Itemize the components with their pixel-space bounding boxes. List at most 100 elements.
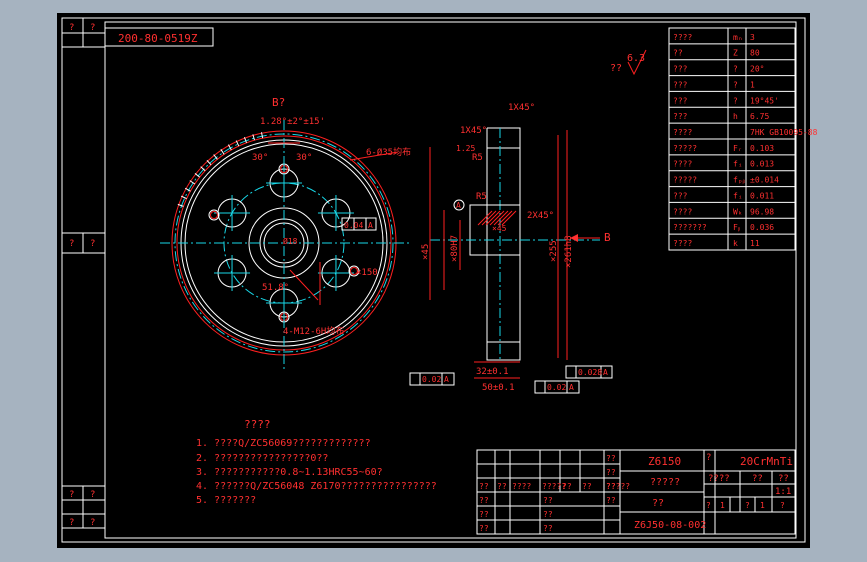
- spec-row-value: 1: [750, 80, 755, 89]
- gear-teeth-partial: [177, 132, 264, 207]
- sheet-outer-border: [61, 17, 806, 543]
- gear-tooth: [180, 195, 187, 200]
- spec-row-symbol: k: [733, 239, 738, 248]
- tolerance-frame-2: 0.02 A: [534, 380, 580, 394]
- dim-5180-label: 51.8°: [262, 283, 289, 293]
- gear-tooth: [227, 144, 232, 151]
- sheet-cell-2: 1: [720, 501, 725, 510]
- spec-row-name: ???: [673, 80, 688, 89]
- sheet-inner-frame: [104, 21, 797, 539]
- gear-tooth: [213, 154, 218, 160]
- spec-row-value: 11: [750, 239, 760, 248]
- total-dim: 50±0.1: [482, 383, 515, 393]
- note-2: 2. ????????????????0??: [196, 453, 328, 464]
- front-flatness-ref: A: [368, 221, 373, 230]
- angle-right: 30°: [296, 153, 312, 163]
- left-margin-zones: ? ? ? ? ? ? ? ?: [62, 18, 105, 529]
- spec-row-name: ?????: [673, 144, 697, 153]
- spec-row-name: ?????: [673, 176, 697, 185]
- title-project: Z6150: [648, 455, 681, 468]
- spec-row-name: ???: [673, 65, 688, 74]
- spec-row-value: 96.98: [750, 207, 774, 216]
- spec-row-name: ????: [673, 239, 692, 248]
- angle-note: 1.28°±2°±15': [260, 117, 325, 127]
- title-header-1: ????: [708, 474, 730, 484]
- spec-row-value: 20°: [750, 65, 764, 74]
- gear-tooth: [194, 173, 200, 178]
- svg-text:0.02: 0.02: [547, 383, 566, 392]
- sign-cell-right: ??: [606, 482, 616, 491]
- spec-row-value: 3: [750, 33, 755, 42]
- sign-cell: ??: [543, 524, 553, 533]
- gear-section-view: B 1X45° 1X45° 1.25 R5 R5 2X45° ×45 ×45 ×…: [409, 103, 613, 394]
- spec-row-value: 80: [750, 49, 760, 58]
- margin-mark-3: ?: [69, 239, 74, 249]
- note-5: 5. ???????: [196, 495, 256, 506]
- sheet-cell-3: ?: [745, 501, 750, 510]
- sheet-cell-4: 1: [760, 501, 765, 510]
- spec-row-symbol: h: [733, 112, 738, 121]
- spec-row-value: 6.75: [750, 112, 769, 121]
- model-space-background: [57, 13, 810, 548]
- spec-row-name: ???????: [673, 223, 707, 232]
- view-arrow-b: B: [604, 231, 611, 244]
- spec-row-value: 0.036: [750, 223, 774, 232]
- chamfer-right: 2X45°: [527, 211, 554, 221]
- drawing-code-box: 200-80-0519Z: [104, 27, 214, 47]
- gear-tooth: [189, 180, 196, 185]
- spec-row-value: 0.013: [750, 160, 774, 169]
- threaded-hole: [208, 209, 220, 221]
- note-4: 4. ??????Q/ZC56048 Z6170????????????????: [196, 481, 437, 492]
- sign-cell: ??: [479, 510, 489, 519]
- spec-row-symbol: fₚᵦ: [733, 176, 746, 185]
- sign-cell: ??: [479, 496, 489, 505]
- rev-header-cell: ??: [562, 482, 572, 491]
- title-mid-label: ??: [652, 498, 664, 509]
- front-flatness-value: 0.04: [344, 221, 363, 230]
- spec-row-symbol: fᵢ: [733, 191, 743, 200]
- spec-row-value: 7HK GB10095-88: [750, 128, 818, 137]
- radius-r5b: R5: [476, 192, 487, 202]
- dia-left-outer: ×45: [421, 244, 431, 260]
- spec-row-name: ???: [673, 191, 688, 200]
- chamfer-small: 1.25: [456, 144, 475, 153]
- chamfer-left: 1X45°: [460, 126, 487, 136]
- svg-text:0.028: 0.028: [578, 368, 602, 377]
- section-hatching: [477, 210, 517, 226]
- width-dim: 32±0.1: [476, 367, 509, 377]
- gear-tooth: [177, 203, 184, 207]
- radius-r5: R5: [472, 153, 483, 163]
- spec-row-name: ????: [673, 160, 692, 169]
- gear-tooth: [260, 132, 264, 139]
- sheet-cell-5: ?: [780, 501, 785, 510]
- title-scale: 1:1: [775, 487, 791, 497]
- spec-row-value: 0.103: [750, 144, 774, 153]
- tolerance-frame-3: 0.028 A: [565, 365, 613, 379]
- title-drawing-no: Z6J50-08-002: [634, 520, 706, 531]
- dia-150-label: ×150: [356, 268, 378, 278]
- spec-row-name: ??: [673, 49, 683, 58]
- margin-mark-7: ?: [69, 518, 74, 528]
- note-3: 3. ???????????0.8~1.13HRC55~60?: [196, 467, 383, 478]
- spec-row-symbol: Fᵣ: [733, 144, 743, 153]
- sign-cell: ??: [479, 524, 489, 533]
- rev-header-cell: ??: [582, 482, 592, 491]
- gear-tooth: [243, 136, 247, 143]
- thread-note: 4-M12-6H均布: [283, 325, 344, 337]
- roughness-prefix: ??: [610, 63, 622, 74]
- angle-left: 30°: [252, 153, 268, 163]
- spec-row-name: ????: [673, 128, 692, 137]
- title-header-3: ??: [778, 474, 789, 484]
- dia-right-2: ×261h8: [564, 235, 574, 268]
- margin-mark-8: ?: [90, 518, 95, 528]
- gear-tooth: [184, 187, 191, 192]
- spec-row-symbol: ?: [733, 65, 738, 74]
- technical-notes: ???? 1. ????Q/ZC56069????????????? 2. ??…: [196, 418, 437, 506]
- sign-cell: ??: [543, 496, 553, 505]
- spec-row-name: ????: [673, 33, 692, 42]
- dia-left-bore: ×80H7: [450, 235, 460, 262]
- title-part-name: ?????: [650, 477, 680, 488]
- spec-row-symbol: Z: [733, 49, 738, 58]
